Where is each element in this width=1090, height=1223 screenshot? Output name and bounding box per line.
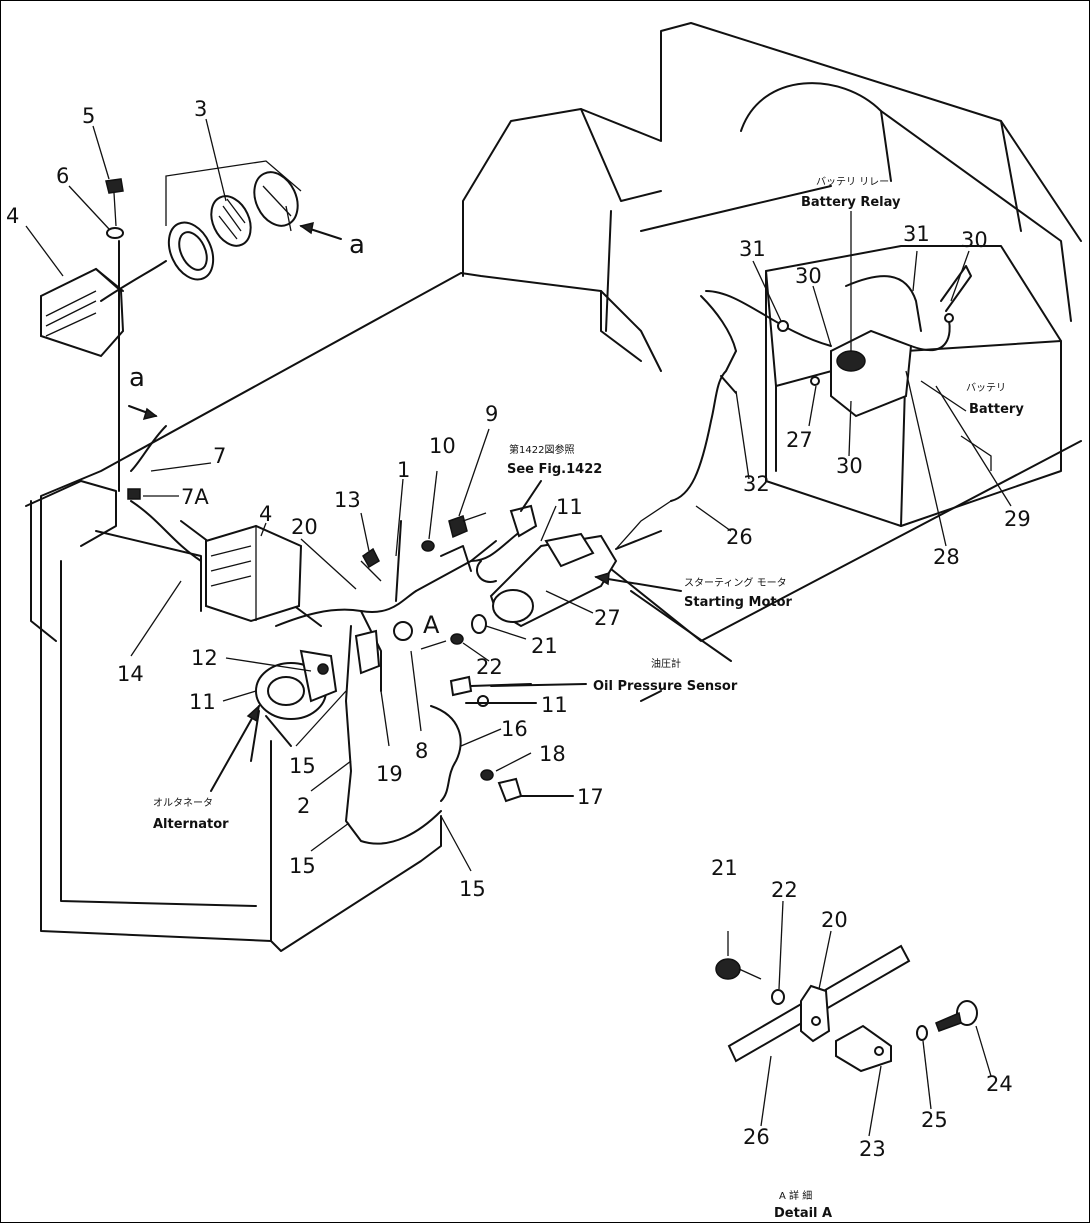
oil-pressure-label: Oil Pressure Sensor bbox=[593, 679, 738, 694]
callout-22-detail: 22 bbox=[771, 878, 798, 902]
starting-motor-jp: スターティング モータ bbox=[684, 576, 787, 589]
callout-9: 9 bbox=[485, 402, 498, 426]
callout-11-upper: 11 bbox=[556, 495, 583, 519]
callout-28: 28 bbox=[933, 545, 960, 569]
callout-1: 1 bbox=[397, 458, 410, 482]
callout-10: 10 bbox=[429, 434, 456, 458]
callout-22-main: 22 bbox=[476, 655, 503, 679]
callout-3: 3 bbox=[194, 97, 207, 121]
callout-27-battery: 27 bbox=[786, 428, 813, 452]
callout-4-top: 4 bbox=[6, 204, 19, 228]
callout-15-lower-right: 15 bbox=[459, 877, 486, 901]
callout-26-main: 26 bbox=[726, 525, 753, 549]
callout-21-main: 21 bbox=[531, 634, 558, 658]
junction-box-center bbox=[205, 524, 303, 623]
callout-23: 23 bbox=[859, 1137, 886, 1161]
callout-21-detail: 21 bbox=[711, 856, 738, 880]
callout-20-detail: 20 bbox=[821, 908, 848, 932]
callout-2: 2 bbox=[297, 794, 310, 818]
battery-label: Battery bbox=[969, 402, 1024, 417]
ref-a-left: a bbox=[129, 363, 145, 393]
callout-30-top: 30 bbox=[795, 264, 822, 288]
callout-numbers: 5 6 3 4 a a 7 7A 4 20 13 1 10 9 14 12 11… bbox=[6, 97, 1031, 1161]
callout-24: 24 bbox=[986, 1072, 1013, 1096]
callout-15-lower-left: 15 bbox=[289, 854, 316, 878]
alternator bbox=[250, 649, 338, 762]
ref-A: A bbox=[423, 611, 440, 639]
gauge-ring-assembly bbox=[165, 160, 302, 281]
detail-a-label: Detail A bbox=[774, 1206, 832, 1221]
callout-7a: 7A bbox=[181, 485, 209, 509]
callout-25: 25 bbox=[921, 1108, 948, 1132]
callout-27-motor: 27 bbox=[594, 606, 621, 630]
battery-relay-label: Battery Relay bbox=[801, 195, 901, 210]
callout-4-center: 4 bbox=[259, 502, 272, 526]
callout-16: 16 bbox=[501, 717, 528, 741]
callout-30-bottom: 30 bbox=[836, 454, 863, 478]
callout-11-lower: 11 bbox=[541, 693, 568, 717]
alternator-label: Alternator bbox=[153, 817, 229, 832]
wiring-harness-center bbox=[275, 480, 542, 845]
hardware-upper bbox=[420, 512, 487, 650]
callout-8: 8 bbox=[415, 739, 428, 763]
ref-a-right: a bbox=[349, 230, 365, 260]
battery-relay bbox=[830, 265, 972, 418]
engine-hood-outline bbox=[462, 22, 1082, 332]
battery-relay-jp: バッテリ リレー bbox=[816, 176, 889, 188]
callout-17: 17 bbox=[577, 785, 604, 809]
callout-26-detail: 26 bbox=[743, 1125, 770, 1149]
reference-arrows bbox=[128, 221, 682, 797]
callout-32: 32 bbox=[743, 472, 770, 496]
leader-lines bbox=[25, 118, 1012, 872]
callout-30-right: 30 bbox=[961, 228, 988, 252]
callout-31-left: 31 bbox=[739, 237, 766, 261]
callout-14: 14 bbox=[117, 662, 144, 686]
starting-motor bbox=[489, 500, 672, 628]
engine-block-outline bbox=[25, 272, 662, 952]
battery-jp: バッテリ bbox=[966, 382, 1006, 394]
oil-pressure-jp: 油圧計 bbox=[651, 657, 681, 670]
callout-18: 18 bbox=[539, 742, 566, 766]
callout-19: 19 bbox=[376, 762, 403, 786]
see-fig-label: See Fig.1422 bbox=[507, 462, 602, 477]
callout-5: 5 bbox=[82, 104, 95, 128]
callout-20-main: 20 bbox=[291, 515, 318, 539]
text-labels: バッテリ リレー Battery Relay バッテリ Battery 第142… bbox=[153, 176, 1024, 1221]
callout-11-left: 11 bbox=[189, 690, 216, 714]
callout-7: 7 bbox=[213, 444, 226, 468]
detail-a-jp: A 詳 細 bbox=[779, 1189, 812, 1202]
callout-31-right: 31 bbox=[903, 222, 930, 246]
see-fig-jp: 第1422図参照 bbox=[509, 443, 574, 456]
battery-cables bbox=[670, 290, 832, 502]
junction-box-top bbox=[40, 267, 125, 358]
callout-12: 12 bbox=[191, 646, 218, 670]
alternator-jp: オルタネータ bbox=[153, 797, 213, 809]
callout-6: 6 bbox=[56, 164, 69, 188]
bolt-and-washer bbox=[105, 178, 124, 239]
callout-15-upper: 15 bbox=[289, 754, 316, 778]
starting-motor-label: Starting Motor bbox=[684, 595, 793, 610]
callout-29: 29 bbox=[1004, 507, 1031, 531]
callout-13: 13 bbox=[334, 488, 361, 512]
detail-a-drawing bbox=[715, 900, 992, 1137]
